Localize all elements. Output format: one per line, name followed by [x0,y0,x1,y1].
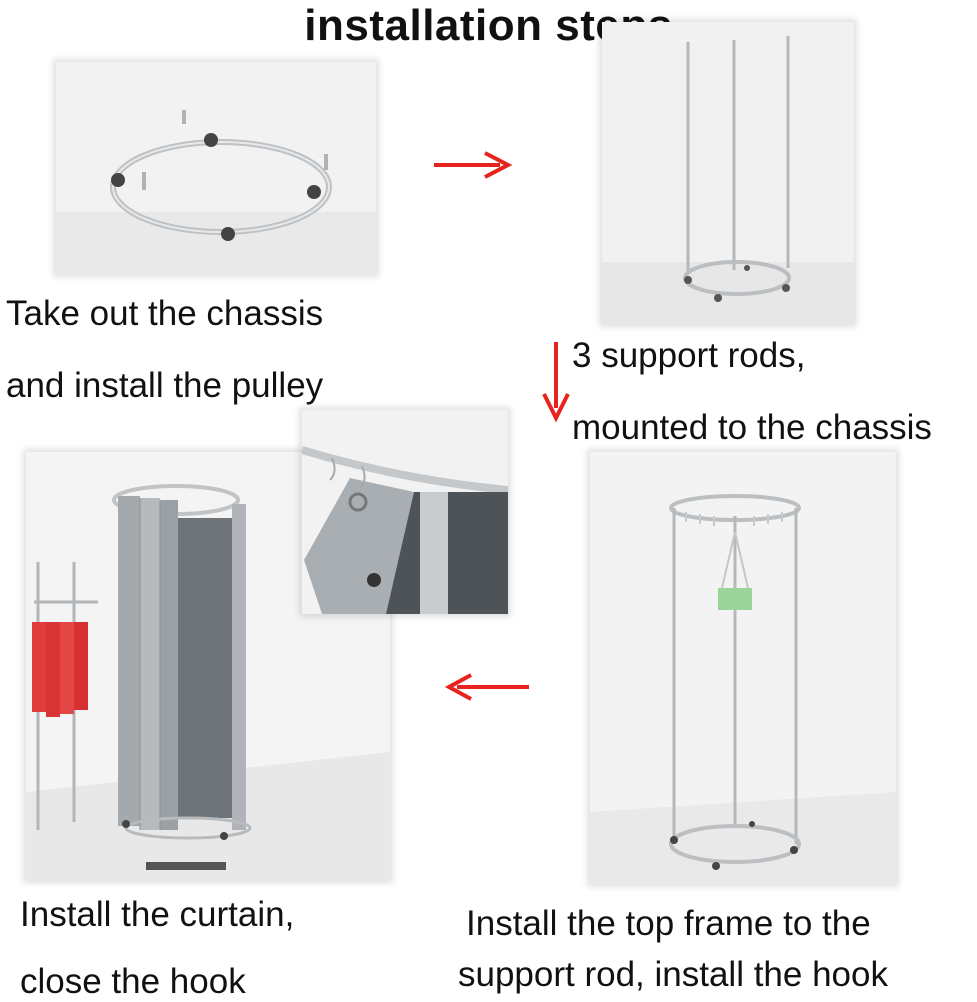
step3-caption-line2: support rod, install the hook [458,955,888,994]
step3-caption-line1: Install the top frame to the [466,904,871,943]
step1-caption-line1: Take out the chassis [6,294,324,333]
step1-photo [56,62,376,274]
step2-caption-line1: 3 support rods, [572,336,806,375]
step3-photo [590,452,896,884]
arrow-left-icon [444,673,529,701]
step2-caption-line2: mounted to the chassis [572,408,932,447]
step4-caption-line1: Install the curtain, [20,895,295,934]
arrow-down-icon [542,342,570,423]
hook-detail-photo [302,410,508,614]
step1-caption-line2: and install the pulley [6,366,324,405]
step4-caption-line2: close the hook [20,962,246,1001]
arrow-right-icon [434,151,513,179]
step2-photo [602,22,854,324]
